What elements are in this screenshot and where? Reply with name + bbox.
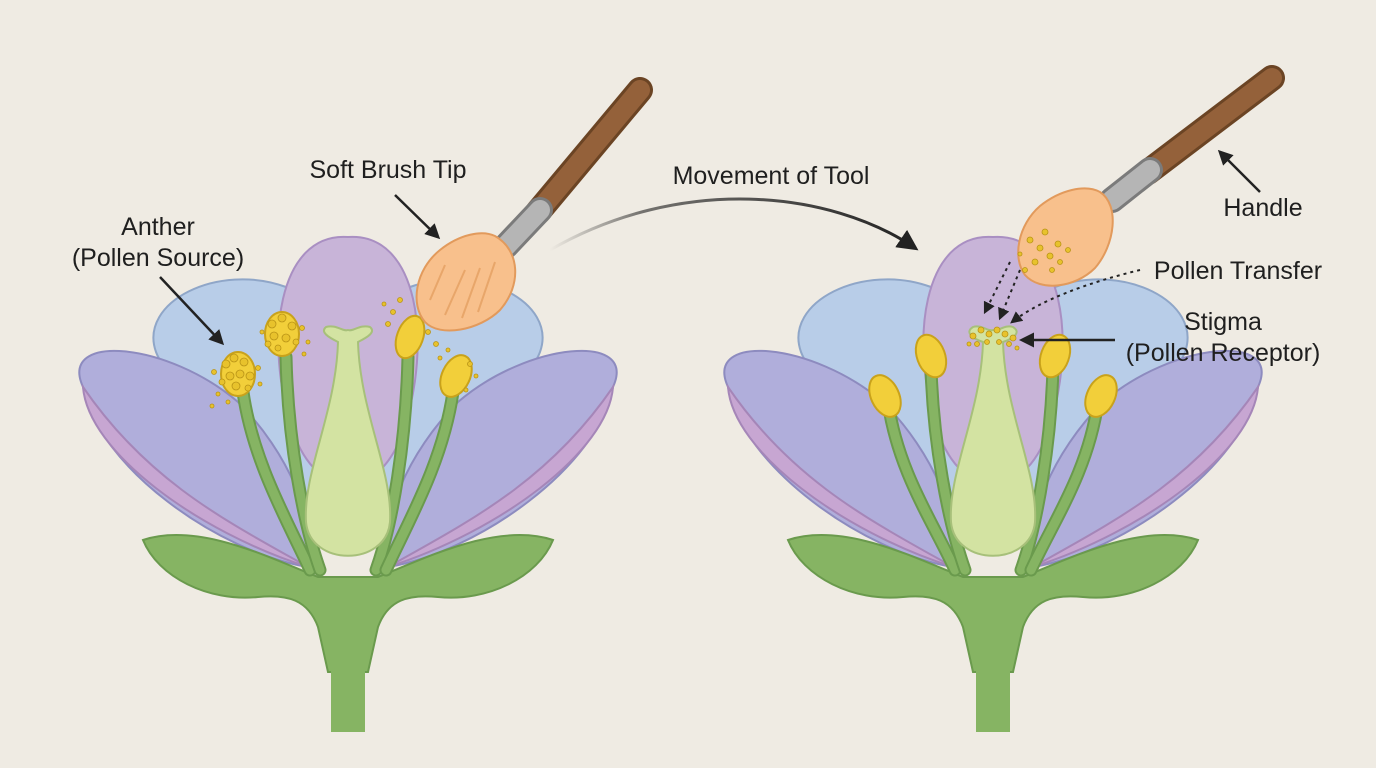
stigma-pollen-receptor <box>966 326 1020 351</box>
label-brush-tip: Soft Brush Tip <box>309 156 466 184</box>
label-anther: Anther <box>121 213 195 241</box>
right-flower <box>723 235 1263 733</box>
label-stigma-subtitle: (Pollen Receptor) <box>1126 339 1321 367</box>
paintbrush-icon <box>1017 65 1285 287</box>
label-pollen-transfer: Pollen Transfer <box>1154 257 1322 285</box>
brush-tip-pointer <box>394 194 441 240</box>
movement-arrow <box>549 197 919 252</box>
label-handle: Handle <box>1223 194 1302 222</box>
left-flower <box>78 235 618 733</box>
pollen-grains <box>209 297 479 409</box>
handle-pointer <box>1217 149 1261 193</box>
pollen-fall-arrow <box>983 261 1011 315</box>
label-movement: Movement of Tool <box>673 162 870 190</box>
anther <box>394 314 473 398</box>
pollen-fall-arrow <box>998 269 1021 321</box>
anther <box>868 333 1118 418</box>
paintbrush-icon <box>415 77 653 332</box>
anther-pointer <box>159 276 225 346</box>
label-anther-subtitle: (Pollen Source) <box>72 244 244 272</box>
pollen-transfer-arrow <box>1010 269 1141 324</box>
label-stigma: Stigma <box>1184 308 1262 336</box>
